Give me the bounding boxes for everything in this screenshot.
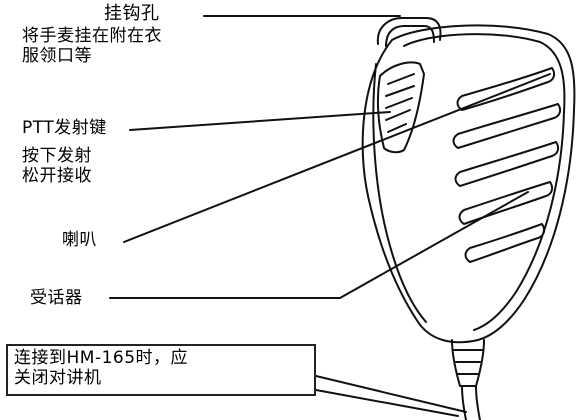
mic-body-side bbox=[372, 63, 427, 323]
leader-note bbox=[315, 375, 467, 413]
mic-body-outline bbox=[361, 24, 576, 344]
ptt-key-description: 按下发射 松开接收 bbox=[22, 146, 92, 186]
grille-slot-3 bbox=[454, 141, 560, 187]
grille-slot-5 bbox=[464, 223, 546, 263]
speaker-label: 喇叭 bbox=[62, 230, 97, 250]
hook-desc-line-2: 服领口等 bbox=[22, 46, 92, 66]
note-line-1: 连接到HM-165时，应 bbox=[14, 348, 189, 368]
ptt-desc-line-1: 按下发射 bbox=[22, 146, 92, 166]
connection-note-box: 连接到HM-165时，应 关闭对讲机 bbox=[6, 344, 316, 396]
ptt-ridge-4 bbox=[385, 109, 411, 121]
note-line-2: 关闭对讲机 bbox=[14, 368, 102, 388]
mic-body-edge bbox=[403, 33, 566, 331]
connection-note-text: 连接到HM-165时，应 关闭对讲机 bbox=[14, 348, 188, 388]
microphone-label: 受话器 bbox=[30, 288, 83, 308]
ptt-ridge-1 bbox=[387, 73, 415, 85]
ptt-key-housing bbox=[376, 61, 425, 154]
ptt-key-label: PTT发射键 bbox=[22, 118, 107, 138]
leader-ptt bbox=[129, 111, 391, 131]
hook-desc-line-1: 将手麦挂在附在衣 bbox=[22, 26, 162, 46]
ptt-ridge-2 bbox=[385, 85, 415, 97]
cable bbox=[461, 385, 481, 420]
belt-clip-inner bbox=[385, 25, 435, 47]
hook-hole-description: 将手麦挂在附在衣 服领口等 bbox=[22, 26, 162, 66]
leader-speaker bbox=[123, 73, 551, 243]
leader-note-b bbox=[315, 389, 459, 417]
grille-slot-2 bbox=[452, 103, 562, 149]
leader-mic bbox=[109, 191, 529, 299]
strain-relief bbox=[451, 339, 485, 387]
grille-slot-4 bbox=[458, 181, 554, 225]
ptt-ridge-3 bbox=[385, 97, 413, 109]
ptt-desc-line-2: 松开接收 bbox=[22, 166, 92, 186]
ptt-ridge-5 bbox=[387, 123, 407, 133]
belt-clip bbox=[376, 17, 442, 45]
hook-hole-label: 挂钩孔 bbox=[104, 3, 160, 24]
grille-slot-1 bbox=[456, 67, 556, 111]
